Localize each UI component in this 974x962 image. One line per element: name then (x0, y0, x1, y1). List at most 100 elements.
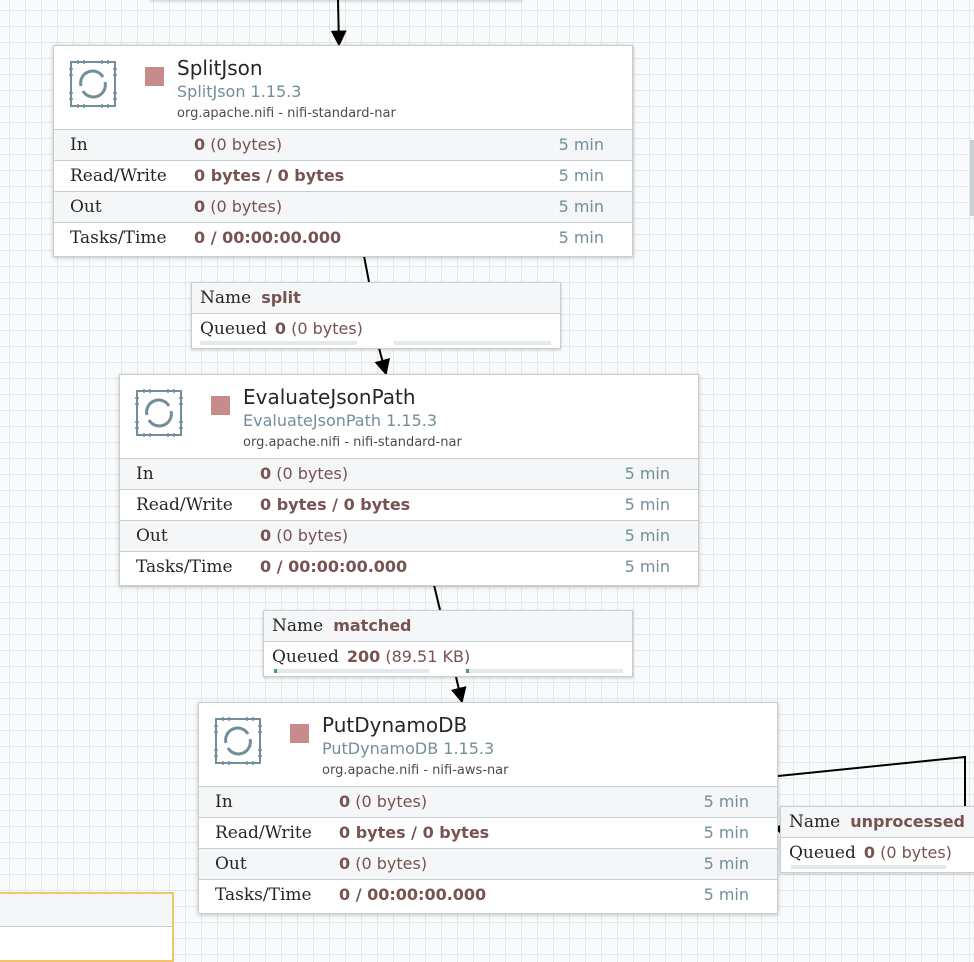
stat-label: Read/Write (136, 495, 233, 515)
queue-size-bar (466, 669, 623, 673)
queue-count-bar (791, 865, 946, 869)
stat-value: 0 / 00:00:00.000 (339, 885, 487, 904)
connection-label-unprocessed[interactable]: Name unprocessed Queued 0 (0 bytes) (780, 806, 974, 873)
process-group-header (0, 894, 172, 927)
stat-label: Out (215, 854, 247, 874)
stat-label: In (70, 135, 88, 155)
connection-name-row: Name split (192, 283, 560, 314)
connection-queued-value: 0 (0 bytes) (274, 319, 363, 338)
stat-row-read-write: Read/Write 0 bytes / 0 bytes 5 min (54, 160, 632, 191)
connection-name-label: Name (200, 288, 252, 308)
connection-queued-value: 200 (89.51 KB) (346, 647, 471, 666)
stat-row-read-write: Read/Write 0 bytes / 0 bytes 5 min (199, 817, 777, 848)
stat-label: Tasks/Time (70, 228, 167, 248)
processor-bundle: org.apache.nifi - nifi-standard-nar (243, 435, 462, 450)
processor-icon (69, 60, 117, 108)
stat-label: In (215, 792, 233, 812)
connection-name-row: Name matched (264, 611, 632, 642)
stat-value: 0 (0 bytes) (260, 526, 349, 545)
offscreen-component-edge (970, 140, 974, 216)
stat-label: Out (70, 197, 102, 217)
stat-duration: 5 min (558, 228, 604, 247)
stat-row-tasks-time: Tasks/Time 0 / 00:00:00.000 5 min (120, 551, 698, 582)
processor-putdynamodb[interactable]: PutDynamoDB PutDynamoDB 1.15.3 org.apach… (198, 702, 778, 914)
connection-queued-label: Queued (272, 647, 339, 667)
stat-label: In (136, 464, 154, 484)
unprocessed-connection-line (777, 755, 966, 806)
incoming-connection-line (330, 0, 347, 47)
connection-label-split[interactable]: Name split Queued 0 (0 bytes) (191, 282, 561, 349)
stat-row-out: Out 0 (0 bytes) 5 min (199, 848, 777, 879)
connection-name: unprocessed (850, 812, 966, 831)
stat-duration: 5 min (624, 495, 670, 514)
stat-label: Tasks/Time (136, 557, 233, 577)
stat-value: 0 (0 bytes) (339, 792, 428, 811)
queue-count-bar (274, 669, 429, 673)
queue-backpressure-bars (200, 341, 552, 345)
queue-backpressure-bars (789, 865, 966, 869)
processor-name: SplitJson (177, 56, 263, 80)
connection-queued-row: Queued 200 (89.51 KB) (264, 642, 632, 672)
connection-name-row: Name unprocessed (781, 807, 974, 838)
connection-queued-label: Queued (200, 319, 267, 339)
stat-row-tasks-time: Tasks/Time 0 / 00:00:00.000 5 min (199, 879, 777, 910)
processor-icon (214, 717, 262, 765)
stat-duration: 5 min (703, 792, 749, 811)
stat-label: Read/Write (70, 166, 167, 186)
queue-backpressure-bars (272, 669, 624, 673)
stat-row-tasks-time: Tasks/Time 0 / 00:00:00.000 5 min (54, 222, 632, 253)
connection-name: matched (333, 616, 412, 635)
stat-label: Out (136, 526, 168, 546)
processor-bundle: org.apache.nifi - nifi-aws-nar (322, 763, 509, 778)
processor-type: EvaluateJsonPath 1.15.3 (243, 411, 437, 430)
processor-name: PutDynamoDB (322, 713, 468, 737)
stat-duration: 5 min (558, 197, 604, 216)
process-group-partial[interactable] (0, 892, 174, 962)
stat-duration: 5 min (558, 166, 604, 185)
stat-duration: 5 min (624, 464, 670, 483)
stat-value: 0 / 00:00:00.000 (194, 228, 342, 247)
stat-row-in: In 0 (0 bytes) 5 min (54, 129, 632, 160)
processor-type: PutDynamoDB 1.15.3 (322, 739, 495, 758)
connection-queued-row: Queued 0 (0 bytes) (192, 314, 560, 344)
stat-value: 0 bytes / 0 bytes (260, 495, 411, 514)
connection-queued-label: Queued (789, 843, 856, 863)
processor-icon (135, 389, 183, 437)
stat-value: 0 (0 bytes) (260, 464, 349, 483)
stat-value: 0 bytes / 0 bytes (194, 166, 345, 185)
stat-value: 0 (0 bytes) (194, 135, 283, 154)
stat-duration: 5 min (703, 854, 749, 873)
connection-name-label: Name (789, 812, 841, 832)
stat-row-in: In 0 (0 bytes) 5 min (199, 786, 777, 817)
processor-bundle: org.apache.nifi - nifi-standard-nar (177, 106, 396, 121)
stat-value: 0 (0 bytes) (194, 197, 283, 216)
stat-duration: 5 min (624, 526, 670, 545)
queue-count-bar (200, 341, 357, 345)
processor-name: EvaluateJsonPath (243, 385, 416, 409)
processor-evaluatejsonpath[interactable]: EvaluateJsonPath EvaluateJsonPath 1.15.3… (119, 374, 699, 586)
connection-queued-value: 0 (0 bytes) (863, 843, 952, 862)
stat-duration: 5 min (703, 823, 749, 842)
stat-label: Read/Write (215, 823, 312, 843)
stat-duration: 5 min (703, 885, 749, 904)
processor-type: SplitJson 1.15.3 (177, 82, 302, 101)
stat-duration: 5 min (558, 135, 604, 154)
matched-connection-line (433, 584, 441, 611)
stat-row-read-write: Read/Write 0 bytes / 0 bytes 5 min (120, 489, 698, 520)
stat-value: 0 bytes / 0 bytes (339, 823, 490, 842)
stat-row-out: Out 0 (0 bytes) 5 min (54, 191, 632, 222)
stat-row-out: Out 0 (0 bytes) 5 min (120, 520, 698, 551)
connection-queued-row: Queued 0 (0 bytes) (781, 838, 974, 868)
connection-label-matched[interactable]: Name matched Queued 200 (89.51 KB) (263, 610, 633, 677)
stat-row-in: In 0 (0 bytes) 5 min (120, 458, 698, 489)
stat-value: 0 / 00:00:00.000 (260, 557, 408, 576)
stopped-status-icon (211, 396, 230, 415)
stat-duration: 5 min (624, 557, 670, 576)
split-connection-line (363, 255, 370, 283)
stat-label: Tasks/Time (215, 885, 312, 905)
connection-name-label: Name (272, 616, 324, 636)
stopped-status-icon (290, 724, 309, 743)
connection-name: split (261, 288, 301, 307)
matched-connection-line-lower (450, 676, 467, 704)
processor-splitjson[interactable]: SplitJson SplitJson 1.15.3 org.apache.ni… (53, 45, 633, 257)
